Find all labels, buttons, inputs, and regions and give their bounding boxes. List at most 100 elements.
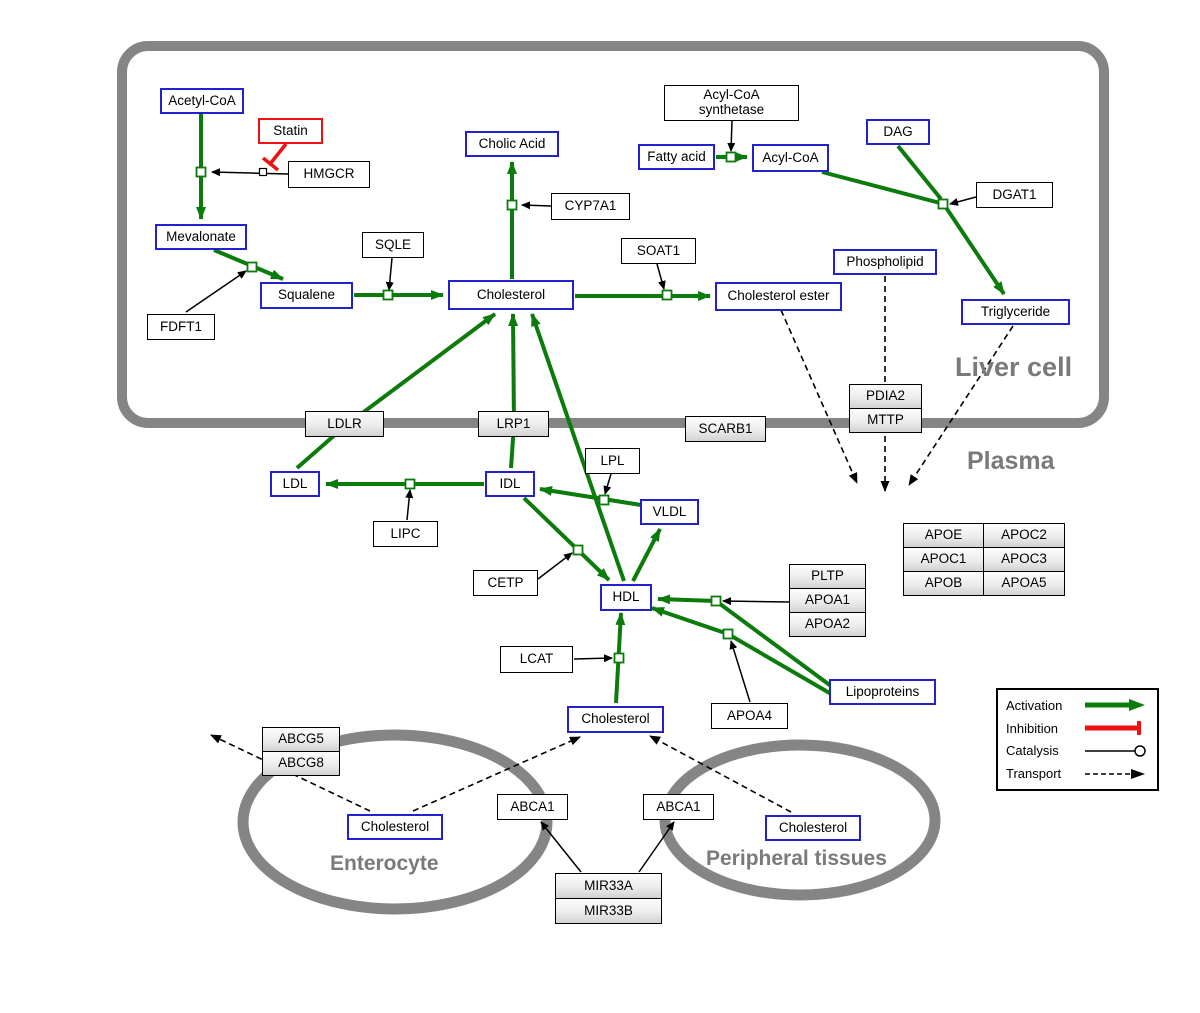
plasma-label: Plasma (967, 447, 1055, 475)
node-cholesterol-ester[interactable]: Cholesterol ester (715, 282, 842, 311)
edge-idl-to-hdl-cetp (522, 496, 611, 582)
node-lrp1[interactable]: LRP1 (478, 411, 549, 437)
node-scarb1[interactable]: SCARB1 (685, 416, 766, 442)
node-cetp[interactable]: CETP (473, 570, 538, 596)
legend-inhibition-label: Inhibition (1006, 720, 1059, 736)
node-dag[interactable]: DAG (866, 119, 930, 145)
node-apoa1[interactable]: APOA1 (789, 588, 866, 613)
node-mir33a[interactable]: MIR33A (555, 873, 662, 899)
edge-apoa4-catalysis (729, 640, 751, 703)
edge-lcat-catalysis (573, 654, 613, 663)
liver-cell-label: Liver cell (955, 352, 1073, 382)
edge-vldl-to-idl (539, 485, 642, 507)
edge-peripheral-cholesterol-to-plasma (649, 735, 792, 813)
node-cholesterol-liver[interactable]: Cholesterol (448, 280, 574, 310)
node-apoa2[interactable]: APOA2 (789, 612, 866, 637)
node-fdft1[interactable]: FDFT1 (147, 314, 215, 340)
inhibition-tbar-icon (1085, 721, 1141, 736)
node-cholic-acid[interactable]: Cholic Acid (465, 131, 559, 157)
node-mevalonate[interactable]: Mevalonate (155, 224, 247, 250)
node-vldl[interactable]: VLDL (640, 499, 699, 525)
edge-junction-to-triglyceride (943, 204, 1006, 296)
edge-enterocyte-cholesterol-to-plasma (412, 736, 581, 812)
node-acyl-coa[interactable]: Acyl-CoA (752, 144, 829, 172)
edge-acylcoa-to-dgat1-junction (821, 170, 941, 205)
peripheral-tissues-label: Peripheral tissues (706, 847, 887, 870)
legend-row-inhibition: Inhibition (1006, 717, 1149, 740)
node-apoc1[interactable]: APOC1 (903, 547, 984, 572)
node-apoa5[interactable]: APOA5 (983, 571, 1065, 596)
node-apob[interactable]: APOB (903, 571, 984, 596)
edge-sqle-catalysis (385, 257, 394, 291)
legend-row-activation: Activation (1006, 694, 1149, 717)
node-dgat1[interactable]: DGAT1 (976, 182, 1053, 208)
node-hdl[interactable]: HDL (600, 584, 652, 611)
edge-mir33-to-abca1-peripheral (638, 821, 675, 873)
node-apoc3[interactable]: APOC3 (983, 547, 1065, 572)
peripheral-tissues-membrane (659, 739, 941, 901)
edge-statin-inhibits-hmgcr (268, 142, 288, 166)
node-lipoproteins[interactable]: Lipoproteins (829, 679, 936, 705)
legend-activation-label: Activation (1006, 697, 1063, 713)
node-pltp[interactable]: PLTP (789, 564, 866, 589)
edge-mir33-to-abca1-enterocyte (540, 821, 582, 873)
node-mttp[interactable]: MTTP (849, 408, 922, 433)
node-lcat[interactable]: LCAT (500, 646, 573, 673)
node-hmgcr[interactable]: HMGCR (288, 161, 370, 188)
node-cholesterol-enterocyte[interactable]: Cholesterol (347, 814, 443, 840)
edge-hdl-to-liver-cholesterol (530, 313, 626, 582)
activation-arrow-icon (1085, 699, 1145, 712)
node-acetyl-coa[interactable]: Acetyl-CoA (160, 88, 244, 114)
node-apoa4[interactable]: APOA4 (711, 703, 788, 729)
node-mir33b[interactable]: MIR33B (555, 898, 662, 924)
edge-hmgcr-catalysis (211, 168, 289, 177)
node-ldl[interactable]: LDL (270, 471, 320, 497)
edge-cholesterolester-transport (780, 309, 858, 484)
liver-cell-membrane (117, 41, 1109, 428)
node-abcg5[interactable]: ABCG5 (262, 727, 340, 752)
node-apoc2[interactable]: APOC2 (983, 523, 1065, 548)
enterocyte-label: Enterocyte (330, 852, 439, 875)
edge-pltp-apoa-catalysis (722, 597, 790, 606)
edge-fdft1-catalysis (185, 270, 247, 313)
node-fatty-acid[interactable]: Fatty acid (638, 144, 715, 170)
edge-idl-via-lrp1-to-cholesterol (508, 313, 519, 469)
edge-ldl-via-ldlr-to-cholesterol (295, 312, 497, 470)
edge-cetp-catalysis (537, 552, 573, 580)
legend-transport-label: Transport (1006, 766, 1062, 782)
transport-dashed-arrow-icon (1085, 768, 1145, 779)
node-cholesterol-peripheral[interactable]: Cholesterol (765, 815, 861, 841)
node-soat1[interactable]: SOAT1 (621, 238, 696, 264)
node-abcg8[interactable]: ABCG8 (262, 751, 340, 776)
edge-acylcoa-synthetase-catalysis (727, 120, 736, 152)
edge-dgat1-catalysis (949, 196, 977, 206)
legend-catalysis-label: Catalysis (1006, 743, 1059, 759)
node-phospholipid[interactable]: Phospholipid (833, 249, 937, 275)
node-statin[interactable]: Statin (258, 118, 323, 144)
edge-lpl-catalysis (603, 473, 612, 495)
node-lpl[interactable]: LPL (585, 448, 640, 474)
node-sqle[interactable]: SQLE (362, 232, 424, 258)
edge-soat1-catalysis (656, 263, 666, 290)
node-idl[interactable]: IDL (485, 471, 535, 497)
edge-hdl-to-vldl (631, 528, 662, 582)
node-ldlr[interactable]: LDLR (305, 411, 384, 437)
node-abca1-peripheral[interactable]: ABCA1 (643, 794, 714, 820)
node-apoe[interactable]: APOE (903, 523, 984, 548)
statin-inhibition-tbar (261, 156, 280, 172)
node-squalene[interactable]: Squalene (260, 282, 353, 309)
node-triglyceride[interactable]: Triglyceride (961, 299, 1070, 325)
node-abca1-enterocyte[interactable]: ABCA1 (497, 794, 568, 820)
legend-row-catalysis: Catalysis (1006, 740, 1149, 763)
edge-triglyceride-transport (908, 325, 1014, 486)
edge-lipc-catalysis (405, 489, 414, 521)
node-cholesterol-plasma[interactable]: Cholesterol (567, 706, 664, 733)
node-acyl-coa-synthetase[interactable]: Acyl-CoA synthetase (664, 85, 799, 121)
node-lipc[interactable]: LIPC (373, 521, 438, 547)
node-pdia2[interactable]: PDIA2 (849, 384, 922, 409)
legend: Activation Inhibition Catalysis Transpor… (996, 688, 1159, 791)
catalysis-circle-icon (1085, 745, 1146, 757)
node-cyp7a1[interactable]: CYP7A1 (551, 193, 630, 220)
